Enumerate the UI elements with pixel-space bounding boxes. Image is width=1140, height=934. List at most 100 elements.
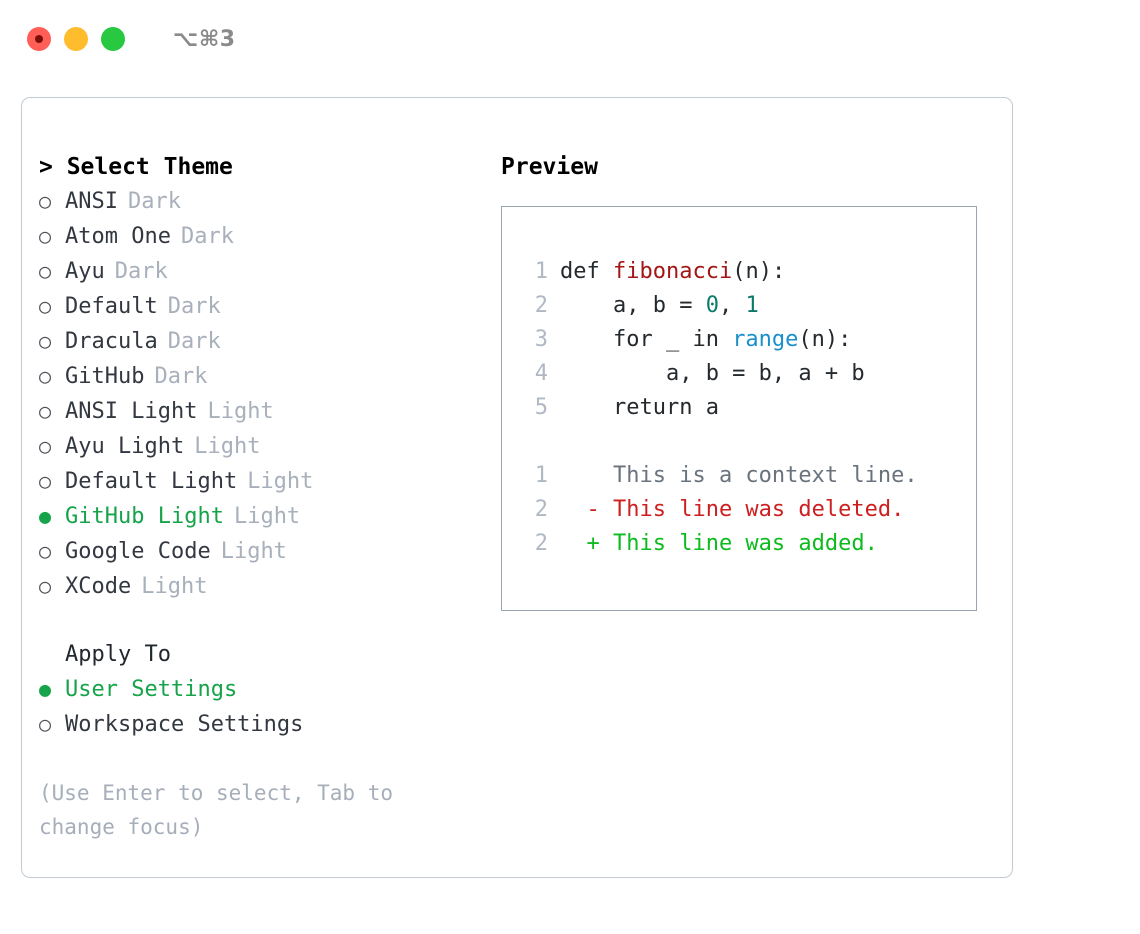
maximize-button[interactable]: [101, 27, 125, 51]
theme-option-label: Ayu Light: [65, 434, 185, 459]
recording-indicator-icon: [35, 35, 43, 43]
close-button[interactable]: [27, 27, 51, 51]
theme-mode-badge: Light: [207, 399, 274, 424]
page-title: > Select Theme: [39, 154, 233, 180]
theme-option-label: GitHub: [65, 364, 145, 389]
theme-option-github[interactable]: ○ GitHub Dark: [39, 359, 479, 394]
code-line: 1 def fibonacci(n):: [520, 255, 976, 289]
radio-unselected-icon: ○: [39, 224, 52, 248]
code-line: 4 a, b = b, a + b: [520, 357, 976, 391]
code-line: 3 for _ in range(n):: [520, 323, 976, 357]
line-number: 1: [534, 463, 548, 488]
theme-mode-badge: Light: [194, 434, 261, 459]
radio-unselected-icon: ○: [39, 329, 52, 353]
code-token: a, b = b, a + b: [560, 361, 865, 386]
theme-option-label: Atom One: [65, 224, 171, 249]
spacer: [520, 425, 976, 459]
apply-to-heading: Apply To: [65, 642, 171, 667]
code-token: range: [732, 327, 799, 352]
theme-option-label: Ayu: [65, 259, 105, 284]
radio-unselected-icon: ○: [39, 399, 52, 423]
traffic-lights: [27, 27, 125, 51]
preview-title: Preview: [501, 154, 598, 180]
code-token: ,: [718, 293, 746, 318]
code-token: 0: [705, 293, 719, 318]
theme-option-label: Google Code: [65, 539, 211, 564]
radio-unselected-icon: ○: [39, 294, 52, 318]
code-line: 5 return a: [520, 391, 976, 425]
theme-mode-badge: Light: [141, 574, 208, 599]
theme-option-label: Dracula: [65, 329, 158, 354]
apply-to-option-label: User Settings: [65, 677, 238, 702]
theme-option-ayu-light[interactable]: ○ Ayu Light Light: [39, 429, 479, 464]
theme-mode-badge: Dark: [167, 294, 221, 319]
theme-option-xcode[interactable]: ○ XCode Light: [39, 569, 479, 604]
theme-option-google-code[interactable]: ○ Google Code Light: [39, 534, 479, 569]
line-number: 2: [534, 531, 548, 556]
theme-option-label: Default: [65, 294, 158, 319]
line-number: 5: [534, 395, 548, 420]
theme-mode-badge: Dark: [180, 224, 234, 249]
code-token: (n):: [798, 327, 852, 352]
theme-option-label: ANSI: [65, 189, 118, 214]
apply-to-option-user-settings[interactable]: ● User Settings: [39, 672, 479, 707]
apply-to-list: ● User Settings ○ Workspace Settings: [39, 672, 479, 742]
radio-selected-icon: ●: [39, 677, 52, 701]
keyboard-shortcut-label: ⌥⌘3: [173, 26, 236, 52]
radio-unselected-icon: ○: [39, 259, 52, 283]
code-token: (n):: [732, 259, 786, 284]
theme-option-default-light[interactable]: ○ Default Light Light: [39, 464, 479, 499]
radio-unselected-icon: ○: [39, 712, 52, 736]
theme-option-label: Default Light: [65, 469, 238, 494]
radio-unselected-icon: ○: [39, 364, 52, 388]
radio-unselected-icon: ○: [39, 434, 52, 458]
theme-mode-badge: Dark: [127, 189, 181, 214]
theme-option-default[interactable]: ○ Default Dark: [39, 289, 479, 324]
window-titlebar: ⌥⌘3: [0, 0, 1140, 78]
radio-unselected-icon: ○: [39, 539, 52, 563]
radio-unselected-icon: ○: [39, 469, 52, 493]
theme-option-ansi-light[interactable]: ○ ANSI Light Light: [39, 394, 479, 429]
diff-line-deleted: 2 - This line was deleted.: [520, 493, 976, 527]
code-token: a, b =: [560, 293, 706, 318]
code-line: 2 a, b = 0, 1: [520, 289, 976, 323]
code-token: return a: [560, 395, 719, 420]
apply-to-option-workspace-settings[interactable]: ○ Workspace Settings: [39, 707, 479, 742]
diff-line-text: + This line was added.: [560, 531, 878, 556]
line-number: 2: [534, 497, 548, 522]
line-number: 3: [534, 327, 548, 352]
diff-line-added: 2 + This line was added.: [520, 527, 976, 561]
theme-mode-badge: Dark: [167, 329, 221, 354]
radio-unselected-icon: ○: [39, 574, 52, 598]
theme-option-label: ANSI Light: [65, 399, 198, 424]
theme-mode-badge: Dark: [154, 364, 208, 389]
theme-mode-badge: Light: [233, 504, 301, 529]
theme-option-label: XCode: [65, 574, 132, 599]
apply-to-option-label: Workspace Settings: [65, 712, 304, 737]
minimize-button[interactable]: [64, 27, 88, 51]
theme-mode-badge: Light: [220, 539, 287, 564]
line-number: 1: [534, 259, 548, 284]
diff-line-context: 1 This is a context line.: [520, 459, 976, 493]
line-number: 2: [534, 293, 548, 318]
diff-line-text: This is a context line.: [560, 463, 918, 488]
theme-option-ayu[interactable]: ○ Ayu Dark: [39, 254, 479, 289]
spacer: [39, 604, 479, 638]
code-token: 1: [745, 293, 759, 318]
code-token: fibonacci: [612, 259, 733, 284]
diff-line-text: - This line was deleted.: [560, 497, 905, 522]
radio-selected-icon: ●: [39, 504, 52, 528]
theme-option-dracula[interactable]: ○ Dracula Dark: [39, 324, 479, 359]
code-token: def: [560, 259, 613, 284]
code-token: for _ in: [560, 327, 733, 352]
theme-option-atom-one[interactable]: ○ Atom One Dark: [39, 219, 479, 254]
theme-mode-badge: Dark: [114, 259, 168, 284]
theme-mode-badge: Light: [247, 469, 314, 494]
